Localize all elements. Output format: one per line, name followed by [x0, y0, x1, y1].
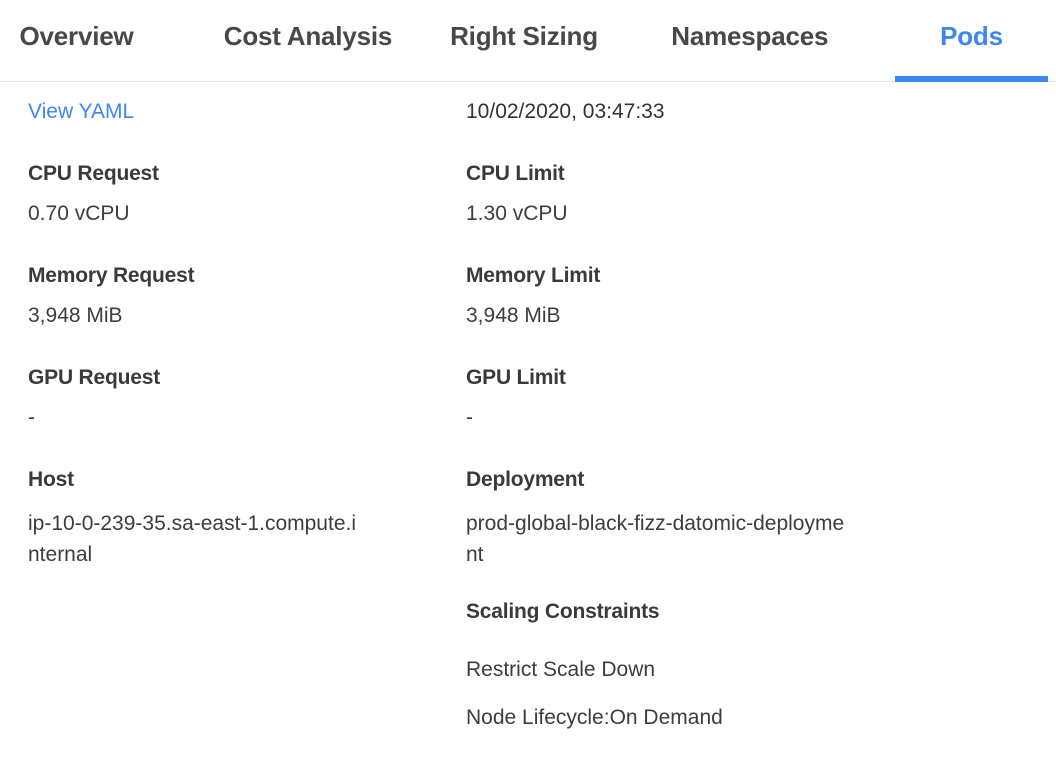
cpu-request-value: 0.70 vCPU — [28, 202, 130, 225]
field-cpu-limit: CPU Limit 1.30 vCPU — [466, 162, 1036, 226]
tab-namespaces[interactable]: Namespaces — [671, 21, 829, 51]
deployment-link[interactable]: prod-global-black-fizz-datomic-deploymen… — [466, 512, 845, 566]
field-memory-limit: Memory Limit 3,948 MiB — [466, 264, 1036, 328]
scaling-constraints-section: Scaling Constraints Restrict Scale Down … — [466, 600, 1036, 730]
timestamp: 10/02/2020, 03:47:33 — [466, 100, 665, 123]
scaling-constraints-title: Scaling Constraints — [466, 600, 660, 623]
tab-cost-analysis[interactable]: Cost Analysis — [223, 21, 393, 51]
details-right-column: 10/02/2020, 03:47:33 CPU Limit 1.30 vCPU… — [466, 100, 1036, 754]
memory-request-value: 3,948 MiB — [28, 304, 123, 327]
field-gpu-request: GPU Request - — [28, 366, 466, 430]
gpu-limit-label: GPU Limit — [466, 366, 566, 389]
tab-right-sizing[interactable]: Right Sizing — [450, 21, 598, 51]
view-yaml-link[interactable]: View YAML — [28, 100, 135, 123]
tab-pods[interactable]: Pods — [895, 0, 1048, 82]
scaling-constraint-node-lifecycle: Node Lifecycle:On Demand — [466, 706, 723, 729]
deployment-label: Deployment — [466, 468, 585, 491]
gpu-limit-value: - — [466, 406, 473, 429]
host-label: Host — [28, 468, 74, 491]
memory-limit-label: Memory Limit — [466, 264, 601, 287]
cpu-limit-value: 1.30 vCPU — [466, 202, 568, 225]
cpu-request-label: CPU Request — [28, 162, 159, 185]
gpu-request-value: - — [28, 406, 35, 429]
memory-limit-value: 3,948 MiB — [466, 304, 561, 327]
details-left-column: View YAML CPU Request 0.70 vCPU Memory R… — [28, 100, 466, 601]
scaling-constraint-restrict-scale-down: Restrict Scale Down — [466, 658, 656, 681]
gpu-request-label: GPU Request — [28, 366, 160, 389]
cpu-limit-label: CPU Limit — [466, 162, 565, 185]
pod-details-panel: View YAML CPU Request 0.70 vCPU Memory R… — [0, 82, 1056, 754]
tab-bar: Overview Cost Analysis Right Sizing Name… — [0, 0, 1056, 82]
memory-request-label: Memory Request — [28, 264, 195, 287]
field-cpu-request: CPU Request 0.70 vCPU — [28, 162, 466, 226]
field-deployment: Deployment prod-global-black-fizz-datomi… — [466, 469, 1036, 570]
field-host: Host ip-10-0-239-35.sa-east-1.compute.in… — [28, 469, 466, 570]
host-link[interactable]: ip-10-0-239-35.sa-east-1.compute.interna… — [28, 512, 357, 566]
field-gpu-limit: GPU Limit - — [466, 366, 1036, 430]
field-memory-request: Memory Request 3,948 MiB — [28, 264, 466, 328]
tab-overview[interactable]: Overview — [19, 21, 134, 51]
